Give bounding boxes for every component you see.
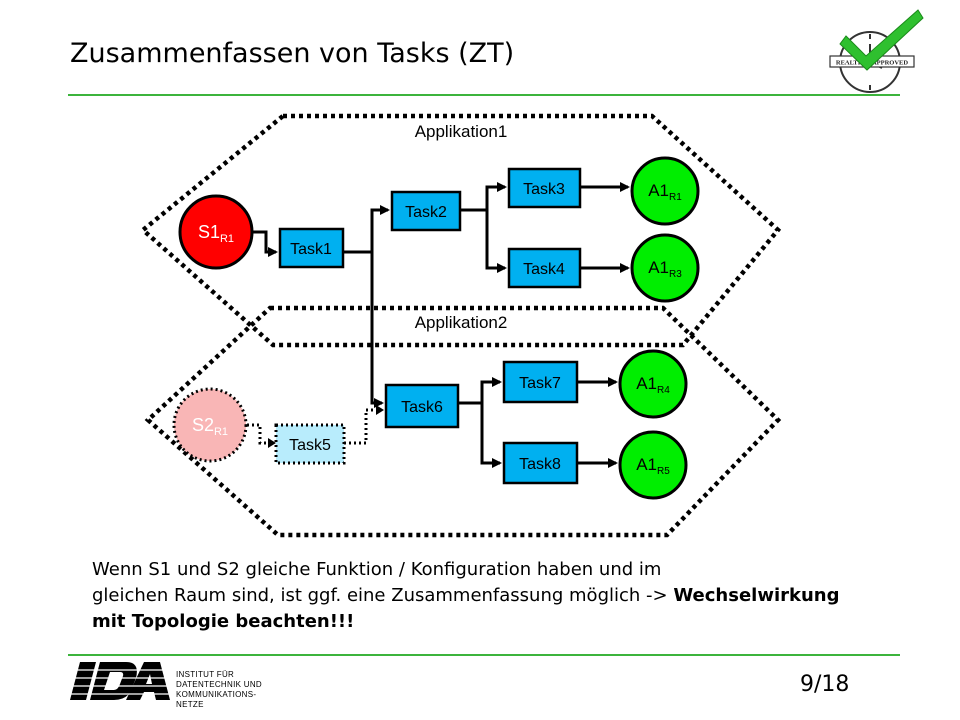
task-diagram: Applikation1 Applikation2 S1R1 S2R1 Task… [139,113,782,538]
realtime-approved-stamp: REALTIME APPROVED [829,9,924,93]
page-title: Zusammenfassen von Tasks (ZT) [70,38,515,69]
svg-text:Task5: Task5 [289,437,331,454]
node-task5: Task5 [274,423,346,465]
svg-text:A1R5: A1R5 [636,455,670,477]
explanation-line-3-bold: mit Topologie beachten!!! [92,611,355,632]
node-a1r5: A1R5 [618,430,688,500]
edge-task5-task6 [344,408,378,445]
svg-text:A1R3: A1R3 [648,258,682,280]
node-a1r3: A1R3 [630,233,700,303]
node-task2: Task2 [390,190,462,232]
edges [253,182,630,468]
node-task4: Task4 [507,247,582,289]
svg-text:Task3: Task3 [523,181,565,198]
svg-text:S1R1: S1R1 [198,222,234,245]
institute-name: INSTITUT FÜR DATENTECHNIK UND KOMMUNIKAT… [176,670,262,710]
explanation-line-2-bold: Wechselwirkung [673,585,840,606]
edges-dotted [247,408,378,445]
explanation-text: Wenn S1 und S2 gleiche Funktion / Konfig… [92,557,912,635]
institute-line: KOMMUNIKATIONS- [176,690,257,699]
edge-task1-task2 [343,205,390,254]
edge-task6-task7 [458,377,502,405]
edge-task6-task8 [480,403,502,468]
svg-text:Task1: Task1 [290,241,332,258]
node-s1: S1R1 [178,194,254,270]
svg-text:Task4: Task4 [523,261,565,278]
svg-text:Task6: Task6 [401,399,443,416]
institute-line: NETZE [176,700,204,709]
arrowhead-task5 [268,438,276,448]
svg-text:A1R1: A1R1 [648,181,682,203]
node-task3: Task3 [507,167,582,209]
node-task1: Task1 [278,227,345,269]
node-a1r1: A1R1 [630,156,700,226]
ida-logo [68,662,172,700]
edge-task2-task3 [460,182,507,212]
group-label-applikation1: Applikation1 [415,122,508,141]
svg-text:Task8: Task8 [519,456,561,473]
edge-s1-task1 [253,230,278,257]
checkmark-icon [839,9,924,71]
explanation-line-1: Wenn S1 und S2 gleiche Funktion / Konfig… [92,559,662,580]
node-task6: Task6 [384,383,460,429]
node-s2: S2R1 [172,387,248,463]
svg-text:A1R4: A1R4 [636,374,670,396]
group-label-applikation2: Applikation2 [415,313,508,332]
footer-divider [68,654,900,656]
arrowhead-task6-dotted [376,405,384,415]
explanation-line-3: mit Topologie beachten!!! [92,609,912,635]
explanation-line-2: gleichen Raum sind, ist ggf. eine Zusamm… [92,583,912,609]
edge-task2-task4 [485,210,507,273]
page-number: 9/18 [800,672,850,697]
edge-s2-task5 [247,423,268,445]
header-divider [68,94,900,96]
svg-text:Task2: Task2 [405,204,447,221]
node-a1r4: A1R4 [618,349,688,419]
node-task8: Task8 [502,441,579,485]
svg-text:S2R1: S2R1 [192,415,228,438]
group-applikation2: Applikation2 [144,305,782,538]
node-task7: Task7 [502,360,579,404]
svg-text:Task7: Task7 [519,375,561,392]
edge-task1-task6 [370,252,384,408]
explanation-line-2-plain: gleichen Raum sind, ist ggf. eine Zusamm… [92,585,674,606]
institute-line: INSTITUT FÜR [176,670,235,679]
institute-line: DATENTECHNIK UND [176,680,262,689]
group-applikation1: Applikation1 [139,113,782,348]
